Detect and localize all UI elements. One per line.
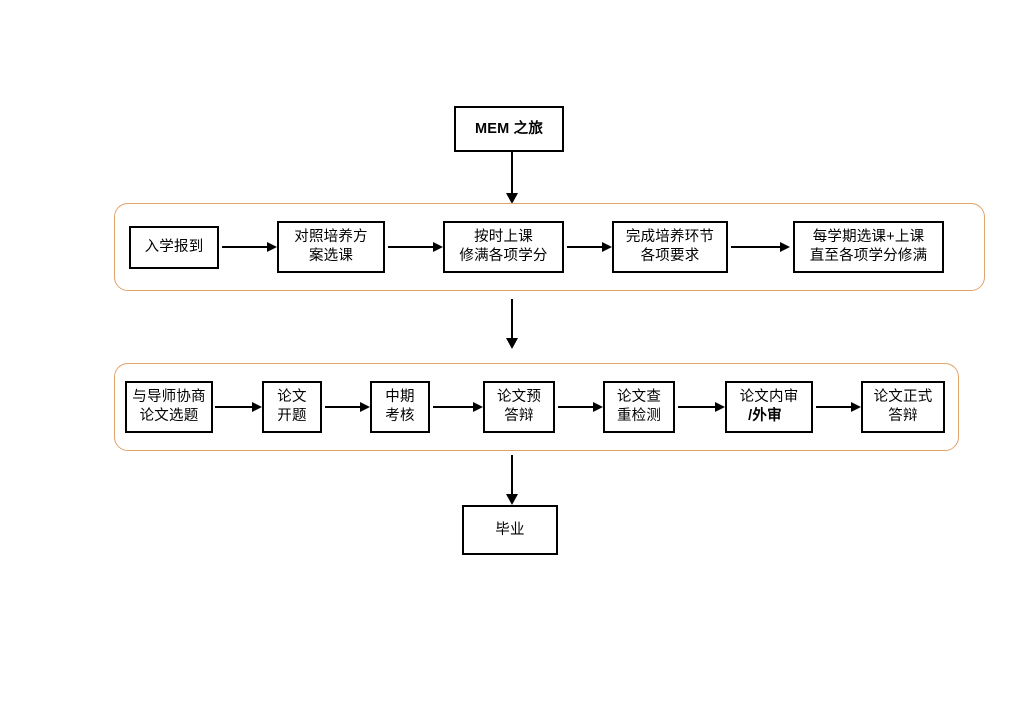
group-phase-one	[114, 203, 985, 291]
node-end: 毕业	[462, 505, 558, 555]
arrow-head	[851, 402, 861, 412]
arrow-shaft	[215, 406, 253, 408]
node-midterm: 中期 考核	[370, 381, 430, 433]
node-select-course-line-1: 对照培养方	[294, 229, 368, 246]
arrow-shaft	[388, 246, 434, 248]
arrow-phase-two-to-end	[503, 455, 521, 505]
arrow-head	[780, 242, 790, 252]
arrow-phase-one-to-phase-two	[503, 299, 521, 349]
node-topic: 与导师协商 论文选题	[125, 381, 213, 433]
arrow-shaft	[816, 406, 852, 408]
node-repeat-term: 每学期选课+上课 直至各项学分修满	[793, 221, 944, 273]
node-repeat-term-line-1: 每学期选课+上课	[812, 229, 925, 246]
node-midterm-line-1: 中期	[385, 389, 415, 406]
node-select-course-line-2: 案选课	[308, 248, 354, 264]
arrow-review-to-defense	[816, 397, 861, 417]
node-topic-line-1: 与导师协商	[132, 389, 206, 406]
arrow-proposal-to-midterm	[325, 397, 370, 417]
arrow-head	[715, 402, 725, 412]
arrow-head	[267, 242, 277, 252]
arrow-shaft	[325, 406, 361, 408]
node-plagiarism-line-1: 论文查	[616, 389, 662, 406]
node-midterm-line-2: 考核	[385, 408, 415, 424]
node-pre-defense-line-2: 答辩	[504, 408, 534, 424]
node-defense: 论文正式 答辩	[861, 381, 945, 433]
node-pre-defense-line-1: 论文预	[496, 389, 542, 406]
arrow-head	[506, 193, 518, 204]
node-defense-line-2: 答辩	[888, 408, 918, 424]
node-review-line-2: /外审	[748, 408, 782, 424]
arrow-attend-class-to-finish-reqs	[567, 237, 612, 257]
node-review-line-1: 论文内审	[739, 389, 799, 406]
node-select-course: 对照培养方 案选课	[277, 221, 385, 273]
node-attend-class-line-2: 修满各项学分	[459, 248, 548, 264]
arrow-start-to-phase-one	[503, 152, 521, 204]
arrow-head	[360, 402, 370, 412]
arrow-plagiarism-to-review	[678, 397, 725, 417]
arrow-head	[602, 242, 612, 252]
arrow-shaft	[731, 246, 781, 248]
node-finish-reqs-line-1: 完成培养环节	[625, 229, 715, 246]
arrow-shaft	[558, 406, 594, 408]
node-enroll: 入学报到	[129, 226, 219, 269]
arrow-enroll-to-select-course	[222, 237, 277, 257]
node-end-line-1: 毕业	[495, 521, 525, 538]
arrow-head	[252, 402, 262, 412]
arrow-head	[433, 242, 443, 252]
node-topic-line-2: 论文选题	[139, 408, 199, 424]
arrow-head	[593, 402, 603, 412]
node-proposal-line-2: 开题	[277, 408, 307, 424]
node-start-line-1: MEM 之旅	[474, 120, 544, 137]
arrow-shaft	[222, 246, 268, 248]
arrow-pre-defense-to-plagiarism	[558, 397, 603, 417]
node-finish-reqs-line-2: 各项要求	[640, 248, 700, 264]
arrow-finish-reqs-to-repeat-term	[731, 237, 790, 257]
node-attend-class: 按时上课 修满各项学分	[443, 221, 564, 273]
node-plagiarism: 论文查 重检测	[603, 381, 675, 433]
arrow-topic-to-proposal	[215, 397, 262, 417]
arrow-shaft	[511, 455, 513, 494]
node-finish-reqs: 完成培养环节 各项要求	[612, 221, 728, 273]
arrow-head	[506, 494, 518, 505]
node-proposal-line-1: 论文	[277, 389, 307, 406]
node-review: 论文内审 /外审	[725, 381, 813, 433]
arrow-shaft	[433, 406, 474, 408]
arrow-select-course-to-attend-class	[388, 237, 443, 257]
arrow-shaft	[567, 246, 603, 248]
node-repeat-term-line-2: 直至各项学分修满	[809, 248, 928, 264]
node-enroll-line-1: 入学报到	[144, 239, 204, 256]
arrow-shaft	[511, 152, 513, 193]
node-plagiarism-line-2: 重检测	[616, 408, 662, 424]
arrow-shaft	[678, 406, 716, 408]
node-attend-class-line-1: 按时上课	[474, 229, 533, 246]
arrow-shaft	[511, 299, 513, 338]
arrow-midterm-to-pre-defense	[433, 397, 483, 417]
node-start: MEM 之旅	[454, 106, 564, 152]
arrow-head	[506, 338, 518, 349]
node-pre-defense: 论文预 答辩	[483, 381, 555, 433]
node-proposal: 论文 开题	[262, 381, 322, 433]
arrow-head	[473, 402, 483, 412]
node-defense-line-1: 论文正式	[873, 389, 933, 406]
group-phase-two	[114, 363, 959, 451]
